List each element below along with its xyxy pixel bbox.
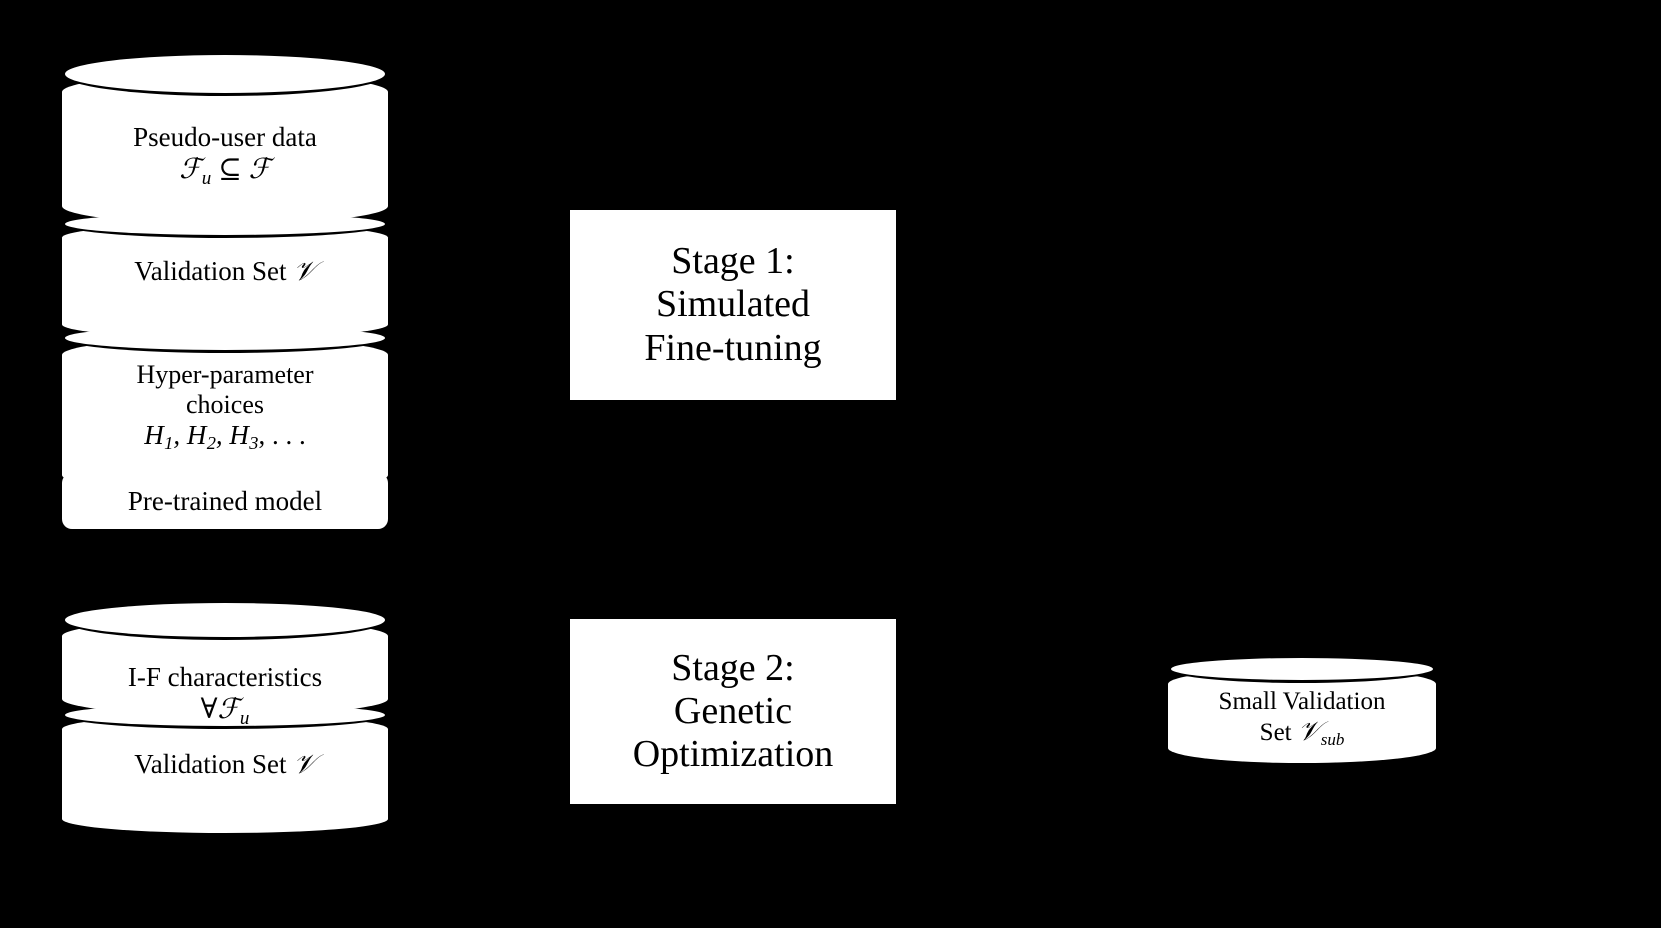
pre-trained-model-label: Pre-trained model <box>127 485 323 516</box>
cylinder-top-rim <box>1168 655 1436 683</box>
cylinder-body <box>62 715 388 833</box>
cylinder-body <box>62 338 388 492</box>
cylinder-body <box>62 224 388 338</box>
cylinder-segment-validation-set-2[interactable]: Validation Set 𝒱 <box>62 701 388 833</box>
pre-trained-model-box[interactable]: Pre-trained model <box>62 473 388 529</box>
stage-1-line-1: Stage 1: <box>671 240 795 283</box>
stage-2-line-1: Stage 2: <box>671 646 795 689</box>
input-data-stack: Hyper-parameter choices H1, H2, H3, . . … <box>62 52 388 492</box>
cylinder-body <box>62 74 388 224</box>
stage-1-line-3: Fine-tuning <box>644 326 822 369</box>
small-validation-set-cylinder[interactable]: Small Validation Set 𝒱sub <box>1168 655 1436 765</box>
cylinder-segment-hyper-parameter[interactable]: Hyper-parameter choices H1, H2, H3, . . … <box>62 323 388 492</box>
stage-2-line-2: Genetic <box>673 689 793 732</box>
cylinder-segment-small-validation[interactable]: Small Validation Set 𝒱sub <box>1168 655 1436 763</box>
stage-2-box[interactable]: Stage 2: Genetic Optimization <box>570 619 896 804</box>
cylinder-body <box>1168 669 1436 763</box>
cylinder-segment-pseudo-user-data[interactable]: Pseudo-user data ℱu ⊆ ℱ <box>62 52 388 224</box>
cylinder-top-rim <box>62 52 388 96</box>
characteristics-stack: Validation Set 𝒱 I-F characteristics ∀ℱu <box>62 600 388 835</box>
cylinder-segment-validation-set[interactable]: Validation Set 𝒱 <box>62 210 388 338</box>
cylinder-top-rim <box>62 600 388 640</box>
stage-1-box[interactable]: Stage 1: Simulated Fine-tuning <box>570 210 896 400</box>
cylinder-segment-if-characteristics[interactable]: I-F characteristics ∀ℱu <box>62 600 388 729</box>
stage-1-line-2: Simulated <box>655 283 811 326</box>
stage-2-line-3: Optimization <box>632 733 834 776</box>
